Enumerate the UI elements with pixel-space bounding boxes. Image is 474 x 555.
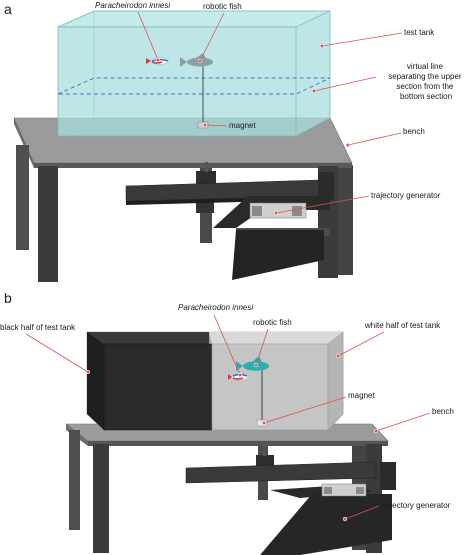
marker-robotic-fish-b <box>253 362 259 368</box>
marker-virtual-line-a <box>311 88 317 94</box>
bench-leg-front-left <box>38 166 58 282</box>
leader-magnet-b <box>263 396 347 424</box>
leader-trajectory-generator-a <box>275 195 370 214</box>
tg-b-wheel-right <box>356 487 364 494</box>
leader-robotic-fish-b <box>255 328 269 366</box>
trajectory-generator-a <box>125 162 334 280</box>
panel-b-letter: b <box>4 290 12 306</box>
marker-magnet-b <box>261 420 267 426</box>
bench-leg-side-left <box>16 145 29 250</box>
white-half-front <box>211 343 329 431</box>
tg-carriage-wheel-right <box>292 206 302 216</box>
label-bench-a: bench <box>403 127 425 136</box>
marker-black-half-b <box>85 369 91 375</box>
live-fish-b-tail <box>228 374 232 380</box>
leader-magnet-a <box>206 124 228 127</box>
tg-rod <box>205 162 208 172</box>
label-virtual-line-a: virtual line separating the upper sectio… <box>388 62 464 101</box>
marker-bench-a <box>345 142 351 148</box>
virtual-dividing-line <box>57 77 331 95</box>
live-fish-b-red-belly <box>232 377 244 380</box>
black-half-front <box>103 343 213 431</box>
label-paracheirodon-b: Paracheirodon innesi <box>178 303 253 312</box>
trajectory-generator-b <box>185 446 396 555</box>
marker-trajectory-generator-a <box>273 210 279 216</box>
label-paracheirodon-a: Paracheirodon innesi <box>95 1 170 10</box>
live-fish-red-belly <box>151 61 163 64</box>
tg-b-upper-rail <box>185 461 377 484</box>
label-robotic-fish-b: robotic fish <box>253 318 292 327</box>
tg-base-plate <box>232 230 324 280</box>
label-trajectory-generator-b: trajectory generator <box>381 501 451 510</box>
annotations-b: Paracheirodon innesi robotic fish black … <box>0 303 454 522</box>
live-fish-tail <box>146 58 151 64</box>
tank-left-bottom-edge <box>57 117 95 137</box>
test-tank-b <box>86 331 344 431</box>
label-trajectory-generator-a: trajectory generator <box>371 191 441 200</box>
marker-paracheirodon-a <box>155 57 161 63</box>
white-half-right-wall <box>327 331 344 431</box>
label-magnet-a: magnet <box>229 121 256 130</box>
leader-test-tank-a <box>321 32 403 47</box>
label-robotic-fish-a: robotic fish <box>203 2 242 11</box>
tank-glass-top <box>57 10 331 28</box>
robotic-fish-b-tail <box>236 361 243 371</box>
robotic-fish-b-dorsal-fin <box>252 356 262 362</box>
panel-a-letter: a <box>4 1 12 17</box>
bench-top-front-edge <box>34 163 352 168</box>
leader-robotic-fish-a <box>199 12 225 62</box>
marker-bench-b <box>373 428 379 434</box>
marker-test-tank-a <box>319 43 325 49</box>
leader-black-half-b <box>25 333 89 373</box>
leader-paracheirodon-b <box>213 314 241 376</box>
tank-glass-body <box>57 10 331 137</box>
leader-bench-a <box>347 132 402 146</box>
bench-b-leg-side-left <box>69 430 80 530</box>
robotic-fish-tail <box>180 57 187 67</box>
label-white-half-b: white half of test tank <box>364 321 441 330</box>
leader-paracheirodon-a <box>137 11 159 61</box>
marker-magnet-a <box>202 122 208 128</box>
marker-robotic-fish-a <box>197 58 203 64</box>
tg-b-base-plate <box>260 494 392 555</box>
black-half-left-wall <box>87 332 104 430</box>
bench-b-leg-front-left <box>93 444 109 553</box>
marker-paracheirodon-b <box>237 372 243 378</box>
label-black-half-b: black half of test tank <box>0 323 76 332</box>
test-tank-a <box>57 10 331 137</box>
tg-b-end-motor <box>380 462 396 490</box>
tg-end-motor <box>318 172 334 200</box>
marker-white-half-b <box>335 353 341 359</box>
tg-b-carriage <box>321 483 367 497</box>
label-test-tank-a: test tank <box>404 28 435 37</box>
panel-a: a <box>4 1 464 282</box>
tg-carriage-wheel-left <box>252 206 262 216</box>
leader-white-half-b <box>337 331 385 357</box>
panel-b: b <box>0 290 454 555</box>
label-bench-b: bench <box>432 407 454 416</box>
tg-b-rod <box>263 446 266 456</box>
marker-trajectory-generator-b <box>342 516 348 522</box>
label-magnet-b: magnet <box>348 391 375 400</box>
tg-b-wheel-left <box>324 487 332 494</box>
leader-bench-b <box>375 412 431 432</box>
white-half-top-rim <box>209 332 343 344</box>
leader-trajectory-generator-b <box>344 505 380 520</box>
bench-b-front-edge <box>88 441 388 446</box>
annotations-a: Paracheirodon innesi robotic fish test t… <box>95 1 464 216</box>
leader-virtual-line-a <box>313 76 377 92</box>
